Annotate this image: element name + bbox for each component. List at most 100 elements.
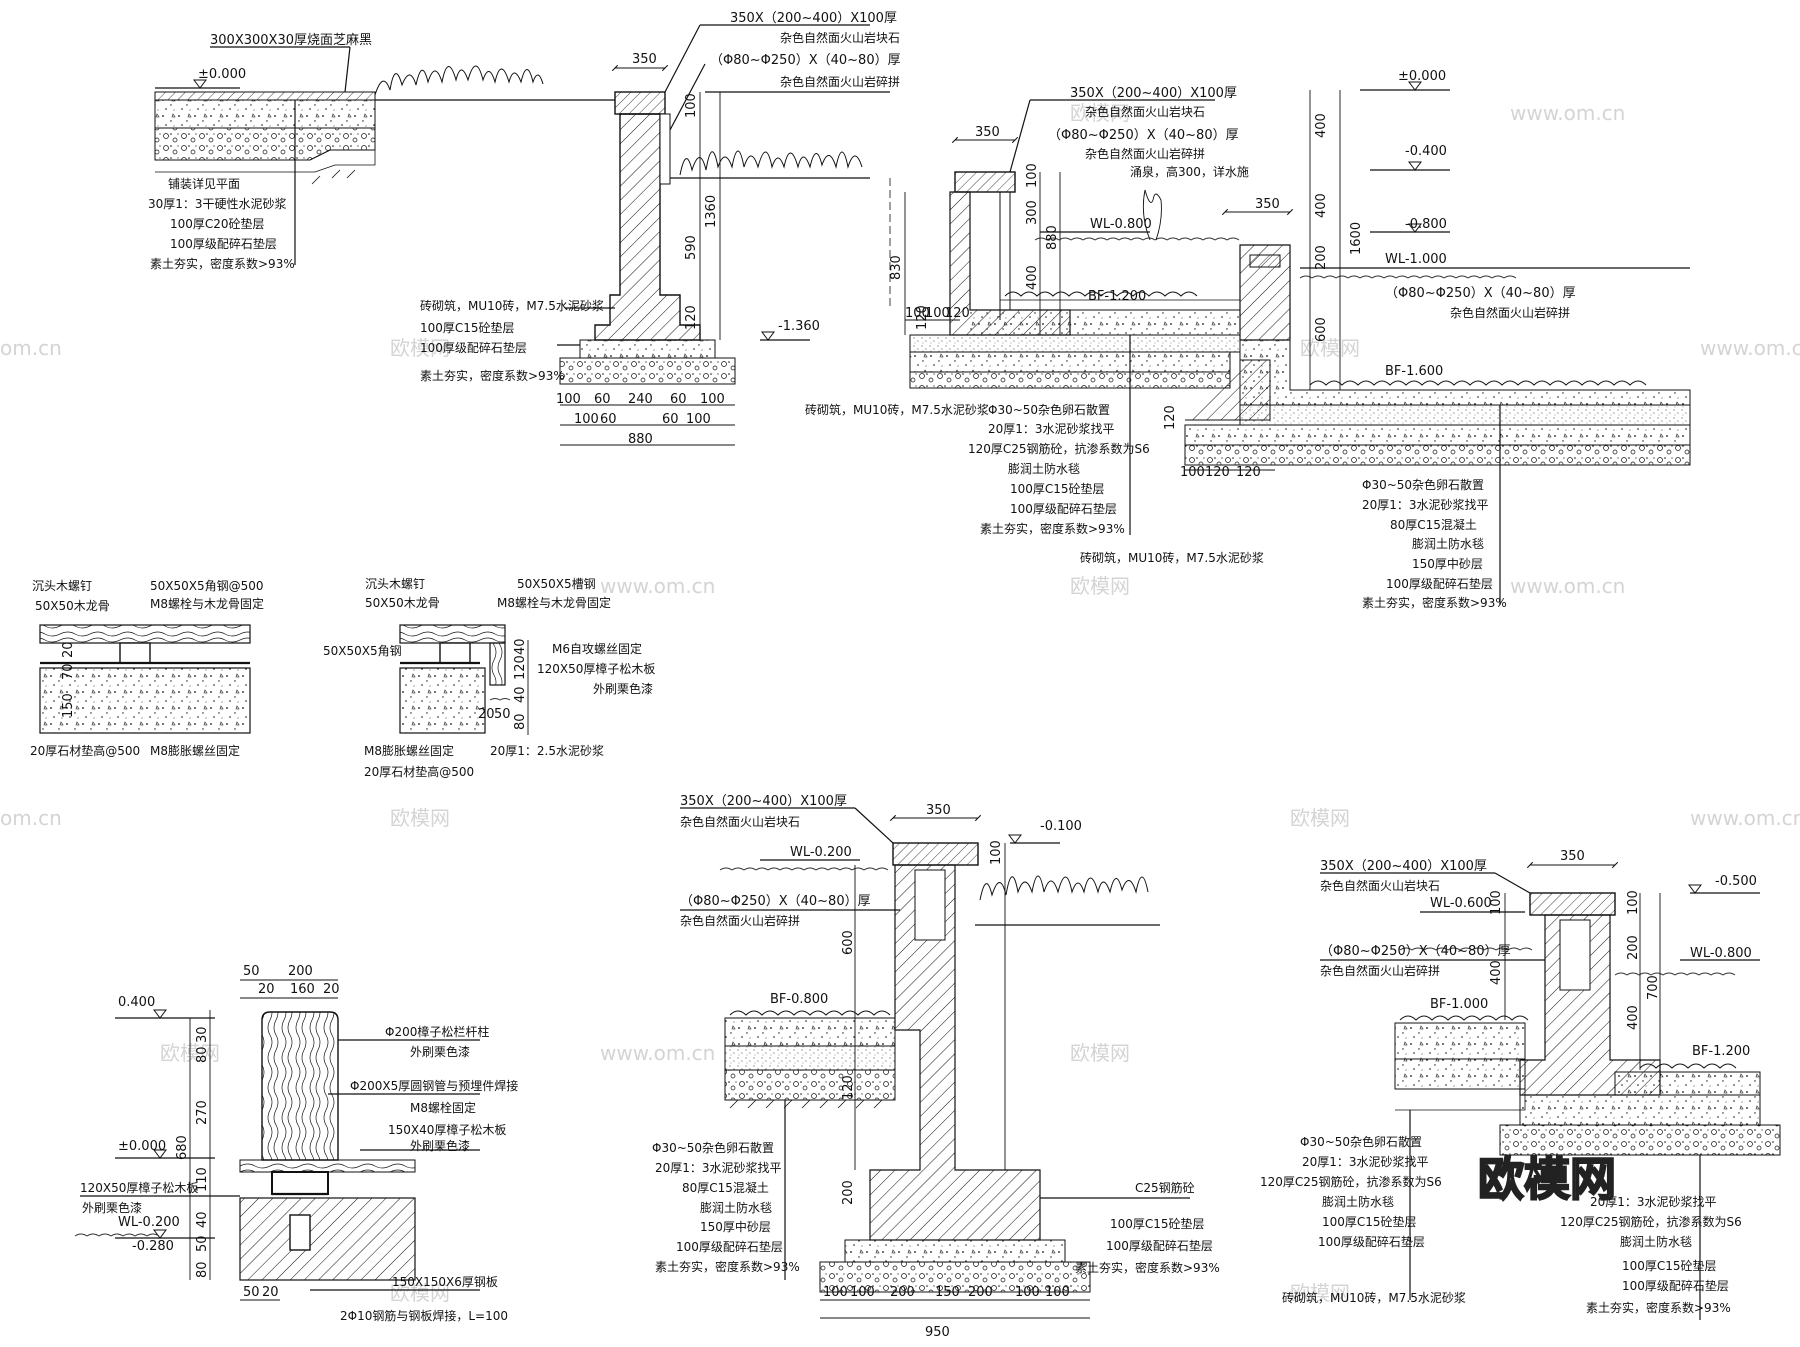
dim-label: 700	[1646, 975, 1661, 1000]
deck-label: M8膨胀螺丝固定	[364, 743, 454, 758]
layer-label: 100厚C15砼垫层	[1322, 1214, 1417, 1229]
watermark-text: www.om.cn	[600, 574, 715, 598]
coping-stone	[1249, 254, 1281, 268]
dim-label: 20	[258, 982, 275, 997]
stone-label: （Φ80~Φ250）X（40~80）厚	[1048, 128, 1239, 143]
wall-core	[914, 869, 946, 941]
dim-label: 100	[1015, 1285, 1040, 1300]
coping-stone	[1529, 892, 1616, 916]
watermark-text: 欧模网	[1290, 806, 1350, 830]
dim-label: 950	[925, 1325, 950, 1340]
level-triangle-icon	[1408, 81, 1422, 91]
section-d: WL-0.200 BF-0.800 350 -0.100 100 600 120…	[652, 794, 1220, 1340]
deck-label: 50X50木龙骨	[35, 599, 110, 613]
deck-label: 沉头木螺钉	[32, 579, 92, 593]
dim-label: 100	[989, 840, 1004, 865]
layer-label: 素土夯实，密度系数>93%	[980, 521, 1125, 536]
layer-label: 砖砌筑，MU10砖，M7.5水泥砂浆	[1080, 550, 1264, 565]
watermark-text: www.om.cn	[1690, 806, 1800, 830]
layer-label: 100厚级配碎石垫层	[1386, 576, 1493, 591]
soil-line	[1395, 1088, 1526, 1111]
layer-label: 20厚1：3水泥砂浆找平	[1302, 1154, 1429, 1169]
dim-label: 80	[513, 713, 528, 730]
deck-board	[39, 624, 251, 644]
dim-label: 100	[686, 412, 711, 427]
dim-label: 400	[1314, 113, 1329, 138]
layer-label: Φ30~50杂色卵石散置	[988, 402, 1110, 417]
c15-base	[579, 339, 716, 359]
stone-label: 350X（200~400）X100厚	[1070, 86, 1237, 101]
deck-label: M8螺栓与木龙骨固定	[497, 595, 611, 610]
dim-label: 400	[1314, 193, 1329, 218]
c15-base	[909, 351, 1231, 373]
c15-base	[844, 1239, 1066, 1263]
level-label: -1.360	[778, 319, 820, 334]
stone-label: 350X（200~400）X100厚	[730, 11, 897, 26]
gravel-layer	[724, 1069, 896, 1101]
dim-label: 120	[915, 305, 930, 330]
watermark-text: www.om.cn	[1700, 336, 1800, 360]
stone-label: 杂色自然面火山岩碎拼	[1320, 963, 1440, 978]
dim-label: 100	[556, 392, 581, 407]
dim-label: 200	[890, 1285, 915, 1300]
level-triangle-icon	[1408, 161, 1422, 171]
bf-label: BF-0.800	[770, 992, 828, 1007]
stone-label: （Φ80~Φ250）X（40~80）厚	[710, 53, 901, 68]
stone-label: 杂色自然面火山岩碎拼	[1085, 146, 1205, 161]
watermark-text: 欧模网	[1290, 1281, 1350, 1305]
layer-label: 120厚C25钢筋砼，抗渗系数为S6	[968, 441, 1150, 456]
dim-label: 40	[513, 638, 528, 655]
wl-label: WL-0.200	[790, 845, 852, 860]
layer-label: 100厚级配碎石垫层	[1106, 1238, 1213, 1253]
stone-label: 350X（200~400）X100厚	[680, 794, 847, 809]
section-a: ±0.000 300X300X30厚烧面芝麻黑 350 100 590 1360…	[148, 11, 901, 447]
post-label: 外刷栗色漆	[410, 1045, 470, 1059]
layer-label: 素土夯实，密度系数>93%	[1075, 1260, 1220, 1275]
layer-label: Φ30~50杂色卵石散置	[652, 1140, 774, 1155]
paving-label: 300X300X30厚烧面芝麻黑	[210, 32, 372, 48]
pebbles	[729, 1010, 891, 1016]
timber-joist	[439, 642, 471, 664]
layer-label: 100厚C15砼垫层	[1110, 1216, 1205, 1231]
level-label: -0.280	[132, 1239, 174, 1254]
soil-hatch	[311, 169, 356, 185]
coping-stone	[954, 171, 1016, 193]
level-triangle-icon	[193, 79, 207, 89]
level-triangle-icon	[153, 1149, 167, 1159]
post-label: 120X50厚樟子松木板	[80, 1180, 198, 1195]
leader-line	[854, 807, 894, 844]
water-surface	[489, 698, 511, 701]
layer-label: 20厚1：3水泥砂浆找平	[655, 1160, 782, 1175]
concrete-base	[39, 667, 251, 734]
dim-label: 200	[841, 1180, 856, 1205]
deck-label: M6自攻螺丝固定	[552, 641, 642, 656]
layer-label: 铺装详见平面	[168, 176, 240, 191]
water-surface	[1299, 275, 1517, 279]
detail-deck-1: 沉头木螺钉 50X50X5角钢@500 50X50木龙骨 M8螺栓与木龙骨固定 …	[30, 579, 264, 758]
stone-label: 杂色自然面火山岩块石	[1085, 104, 1205, 119]
water-surface	[74, 1233, 160, 1237]
dim-label: 350	[926, 803, 951, 818]
deck-label: 120X50厚樟子松木板	[537, 661, 655, 676]
level-label: -0.800	[1405, 217, 1447, 232]
dim-label: 50	[243, 1285, 260, 1300]
bf-label: BF-1.200	[1088, 289, 1146, 304]
deck-board	[239, 1159, 416, 1173]
dim-label: 60	[594, 392, 611, 407]
slab-concrete	[970, 309, 1241, 336]
dim-label: 600	[1314, 317, 1329, 342]
dim-label: 100	[1626, 890, 1641, 915]
dim-label: 60	[600, 412, 617, 427]
dim-label: 50	[494, 707, 511, 722]
concrete-base	[239, 1197, 416, 1281]
dim-label: 50	[243, 964, 260, 979]
pebbles	[1399, 1015, 1529, 1021]
layer-label: 膨润土防水毯	[1008, 461, 1080, 476]
dim-label: 100	[574, 412, 599, 427]
wl-label: WL-1.000	[1385, 252, 1447, 267]
deck-label: M8膨胀螺丝固定	[150, 743, 240, 758]
dim-label: 200	[968, 1285, 993, 1300]
dim-label: 350	[975, 125, 1000, 140]
layer-labels: Φ30~50杂色卵石散置 20厚1：3水泥砂浆找平 120厚C25钢筋砼，抗渗系…	[1260, 1134, 1466, 1305]
layer-label: 素土夯实，密度系数>93%	[1586, 1300, 1731, 1315]
